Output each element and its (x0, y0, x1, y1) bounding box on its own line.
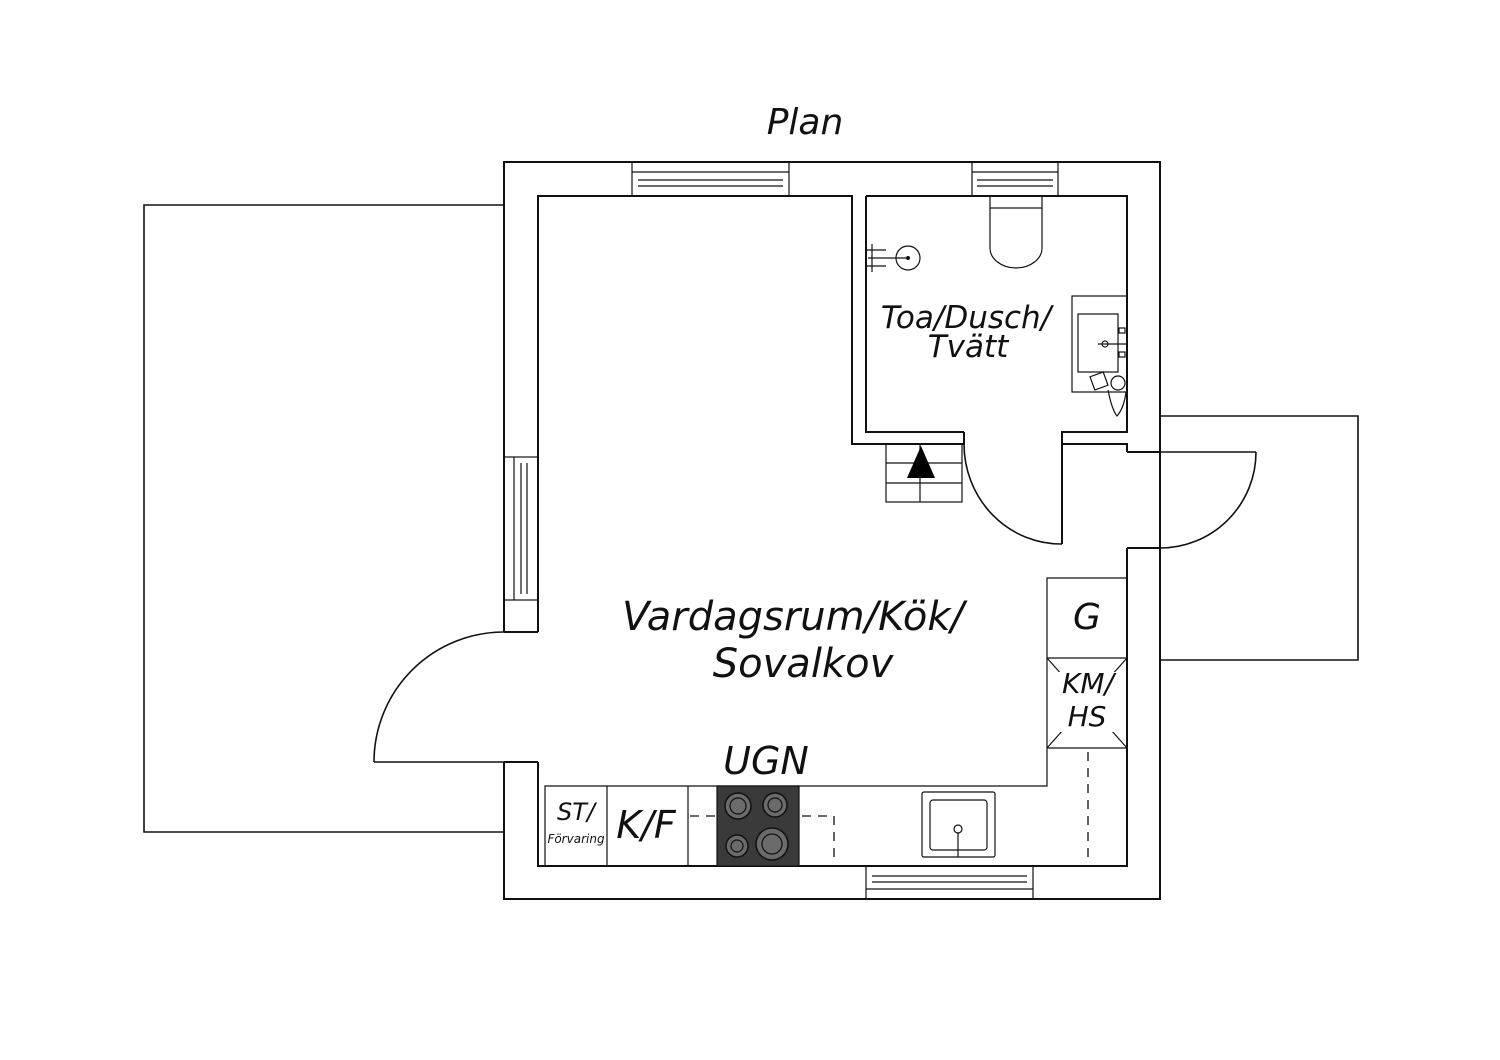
closet-label: G (1073, 597, 1101, 638)
door-right-entrance (1159, 451, 1257, 549)
window-top-right (971, 161, 1059, 197)
sink-icon (921, 791, 996, 858)
left-deck (143, 204, 504, 833)
oven-label: UGN (723, 739, 809, 783)
floor-drain-icon (1089, 371, 1127, 417)
bathroom-label-line2: Tvätt (928, 329, 1010, 365)
stairs (885, 443, 963, 503)
door-left-entrance (373, 631, 505, 763)
door-bathroom (963, 443, 1063, 545)
window-top-left (631, 161, 790, 197)
living-label-line2: Sovalkov (713, 641, 895, 687)
storage-label-line2: Förvaring (547, 832, 605, 846)
shower-icon (866, 244, 921, 272)
right-deck (1160, 415, 1359, 661)
washer-label-line1: KM/ (1062, 667, 1117, 700)
window-left (503, 456, 539, 601)
storage-label-line1: ST/ (557, 798, 598, 826)
bathroom-label-line1: Toa/Dusch/ (881, 300, 1055, 336)
toilet-icon (989, 195, 1043, 269)
plan-title: Plan (767, 102, 844, 143)
kitchen-counter (544, 577, 1128, 866)
cooktop-icon (716, 785, 800, 867)
washer-label-line2: HS (1068, 700, 1107, 733)
washbasin-icon (1071, 295, 1128, 393)
living-label-line1: Vardagsrum/Kök/ (622, 594, 969, 640)
window-bottom (865, 865, 1034, 900)
fridge-label: K/F (616, 803, 677, 847)
outer-walls (503, 161, 1161, 900)
inner-walls (537, 195, 1160, 867)
stairs-up-arrow-icon (907, 446, 935, 478)
